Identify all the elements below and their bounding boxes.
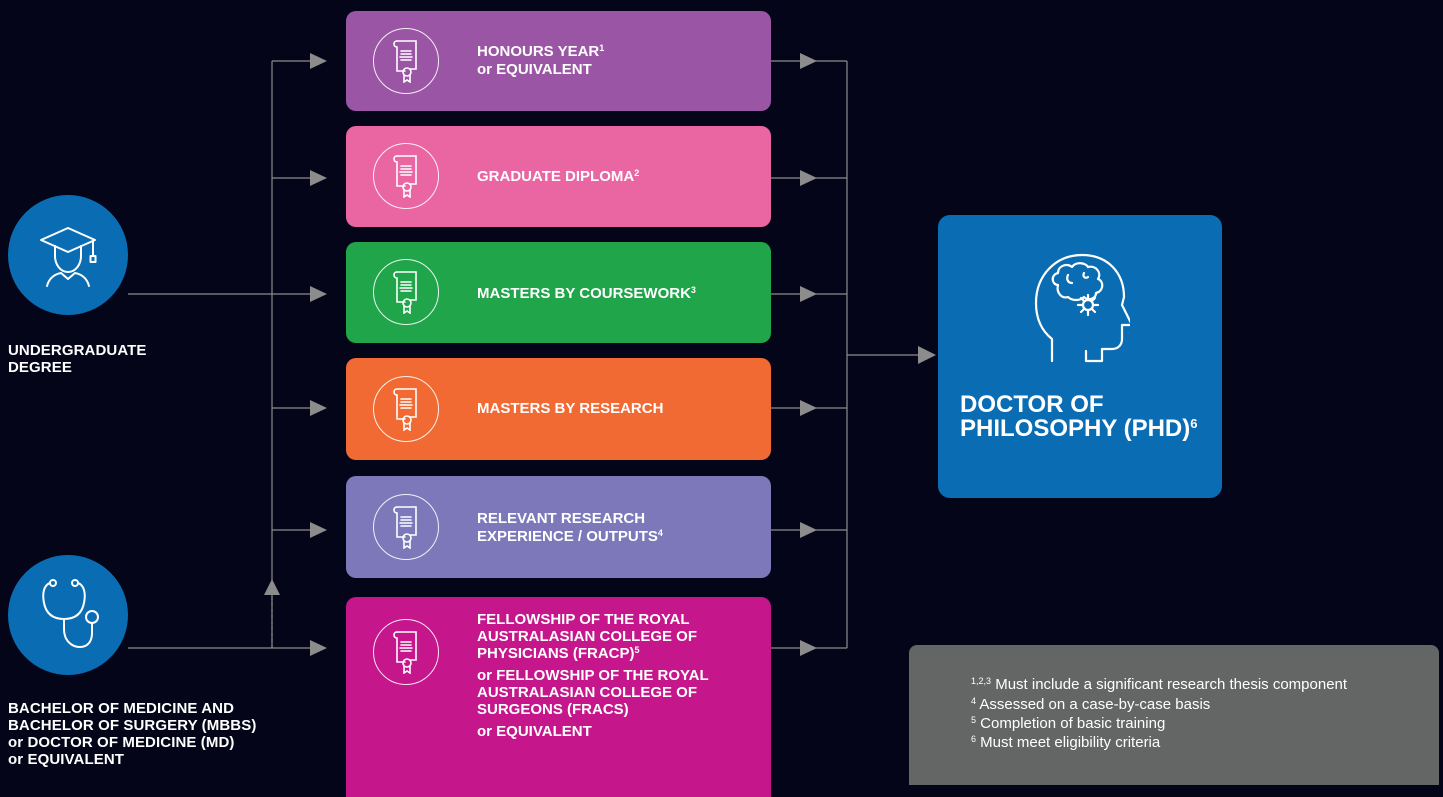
arrow-icon (310, 522, 327, 538)
phd-title: DOCTOR OF PHILOSOPHY (PHD)6 (960, 391, 1198, 442)
pathway-masters-research: MASTERS BY RESEARCH (346, 358, 771, 460)
footnote: 1,2,3 Must include a significant researc… (971, 676, 1348, 693)
diploma-icon (373, 619, 439, 685)
pathway-honours: HONOURS YEAR1 or EQUIVALENT (346, 11, 771, 111)
arrow-icon (310, 286, 327, 302)
pathway-text: GRADUATE DIPLOMA2 (477, 168, 640, 185)
graduate-icon (40, 227, 97, 287)
arrow-icon (310, 53, 327, 69)
arrow-icon (800, 640, 817, 656)
pathway-graduate-diploma: GRADUATE DIPLOMA2 (346, 126, 771, 227)
arrow-icon (310, 640, 327, 656)
up-arrow-icon (264, 579, 280, 595)
undergraduate-label: UNDERGRADUATE DEGREE (8, 342, 147, 376)
medicine-label: BACHELOR OF MEDICINE AND BACHELOR OF SUR… (8, 700, 257, 768)
arrow-icon (800, 400, 817, 416)
arrow-icon (310, 400, 327, 416)
pathway-text: RELEVANT RESEARCH EXPERIENCE / OUTPUTS4 (477, 510, 663, 545)
diploma-icon (373, 143, 439, 209)
phd-outcome: DOCTOR OF PHILOSOPHY (PHD)6 (938, 215, 1222, 498)
arrow-icon (310, 170, 327, 186)
stethoscope-icon (42, 579, 99, 649)
pathway-text: HONOURS YEAR1 or EQUIVALENT (477, 43, 605, 78)
diploma-icon (373, 376, 439, 442)
diploma-icon (373, 259, 439, 325)
medicine-node (8, 555, 128, 675)
pathway-research-experience: RELEVANT RESEARCH EXPERIENCE / OUTPUTS4 (346, 476, 771, 578)
pathway-text: FELLOWSHIP OF THE ROYAL AUSTRALASIAN COL… (477, 611, 709, 740)
pathway-text: MASTERS BY COURSEWORK3 (477, 285, 696, 302)
footnote: 5 Completion of basic training (971, 715, 1166, 732)
arrow-icon (800, 170, 817, 186)
pathway-masters-coursework: MASTERS BY COURSEWORK3 (346, 242, 771, 343)
diploma-icon (373, 494, 439, 560)
footnote: 6 Must meet eligibility criteria (971, 734, 1161, 751)
pathway-text: MASTERS BY RESEARCH (477, 400, 664, 417)
undergraduate-node (8, 195, 128, 315)
diploma-icon (373, 28, 439, 94)
footnotes-panel: 1,2,3 Must include a significant researc… (909, 645, 1439, 785)
arrow-icon (918, 346, 936, 364)
arrow-icon (800, 53, 817, 69)
brain-gear-head-icon (1034, 253, 1130, 363)
arrow-icon (800, 286, 817, 302)
arrow-icon (800, 522, 817, 538)
footnote: 4 Assessed on a case-by-case basis (971, 696, 1211, 713)
pathway-fellowship: FELLOWSHIP OF THE ROYAL AUSTRALASIAN COL… (346, 597, 771, 797)
